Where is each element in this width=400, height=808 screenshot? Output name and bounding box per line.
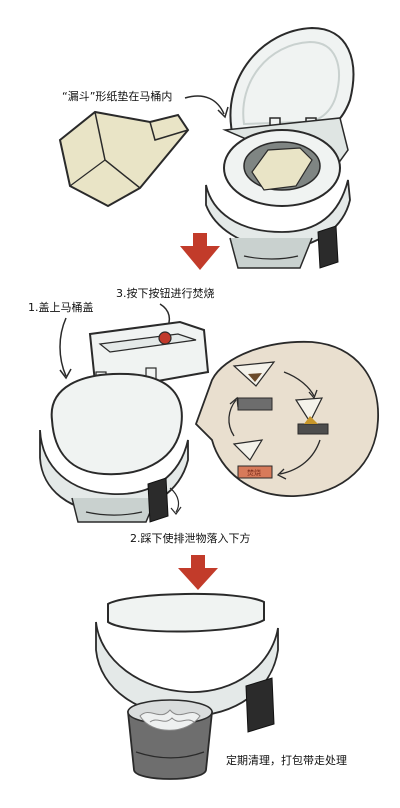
caption-regular-cleaning: 定期清理，打包带走处理 — [226, 754, 347, 767]
closed-toilet — [39, 320, 210, 523]
toilet-with-bucket — [95, 592, 279, 780]
combustion-cycle-bubble: 焚烧 — [194, 340, 379, 497]
red-down-arrow-2 — [178, 555, 218, 590]
open-toilet — [205, 26, 355, 269]
incineration-mini-label: 焚烧 — [247, 468, 261, 477]
red-down-arrow-1 — [180, 233, 220, 270]
caption-paper-funnel: “漏斗”形纸垫在马桶内 — [62, 90, 173, 103]
caption-step3-press-button: 3.按下按钮进行焚烧 — [116, 287, 215, 300]
step1-pointer-arrow — [59, 317, 72, 380]
curved-arrow-to-toilet — [184, 95, 229, 119]
caption-step2-press-pedal: 2.踩下使排泄物落入下方 — [130, 532, 251, 545]
paper-funnel-illustration — [58, 110, 190, 208]
caption-step1-close-lid: 1.盖上马桶盖 — [28, 301, 94, 314]
